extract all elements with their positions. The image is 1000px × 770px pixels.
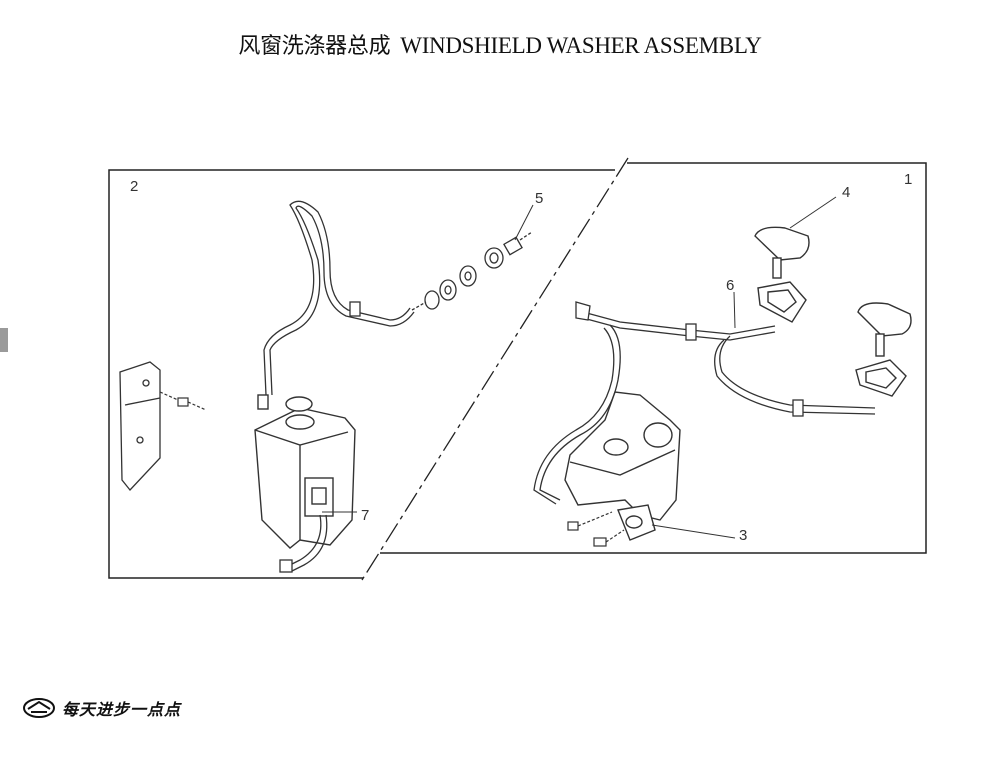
callout-2: 2 bbox=[130, 178, 138, 195]
callout-leaders bbox=[322, 196, 837, 539]
callout-7: 7 bbox=[361, 507, 369, 524]
panel-frame-right bbox=[380, 162, 927, 554]
footer-slogan: 每天进步一点点 bbox=[62, 700, 182, 719]
reservoir-tank-left bbox=[254, 394, 356, 549]
washer-nozzle-upper bbox=[754, 226, 810, 323]
page-title: 风窗洗涤器总成 WINDSHIELD WASHER ASSEMBLY bbox=[0, 28, 1000, 60]
brand-emblem-icon bbox=[23, 698, 55, 718]
bracket-bolt bbox=[159, 391, 207, 411]
panel-frame-left bbox=[108, 169, 615, 579]
hose-left bbox=[263, 200, 415, 396]
callout-5: 5 bbox=[535, 190, 543, 207]
hose-right bbox=[533, 301, 876, 505]
footer: 每天进步一点点 bbox=[22, 696, 181, 720]
mounting-bracket bbox=[119, 361, 161, 491]
callout-3: 3 bbox=[739, 527, 747, 544]
title-chinese: 风窗洗涤器总成 bbox=[238, 34, 391, 59]
callout-4: 4 bbox=[842, 184, 850, 201]
callout-1: 1 bbox=[904, 171, 912, 188]
washer-nozzle-lower bbox=[855, 302, 912, 397]
callout-6: 6 bbox=[726, 277, 734, 294]
pump-wire-left bbox=[279, 514, 328, 573]
tank-bolts-right bbox=[567, 511, 625, 547]
nozzle-parts-exploded bbox=[411, 231, 533, 311]
reservoir-tank-right bbox=[564, 391, 681, 541]
title-english: WINDSHIELD WASHER ASSEMBLY bbox=[400, 33, 762, 58]
panel-divider bbox=[361, 157, 629, 581]
page-edge-tab bbox=[0, 328, 8, 352]
